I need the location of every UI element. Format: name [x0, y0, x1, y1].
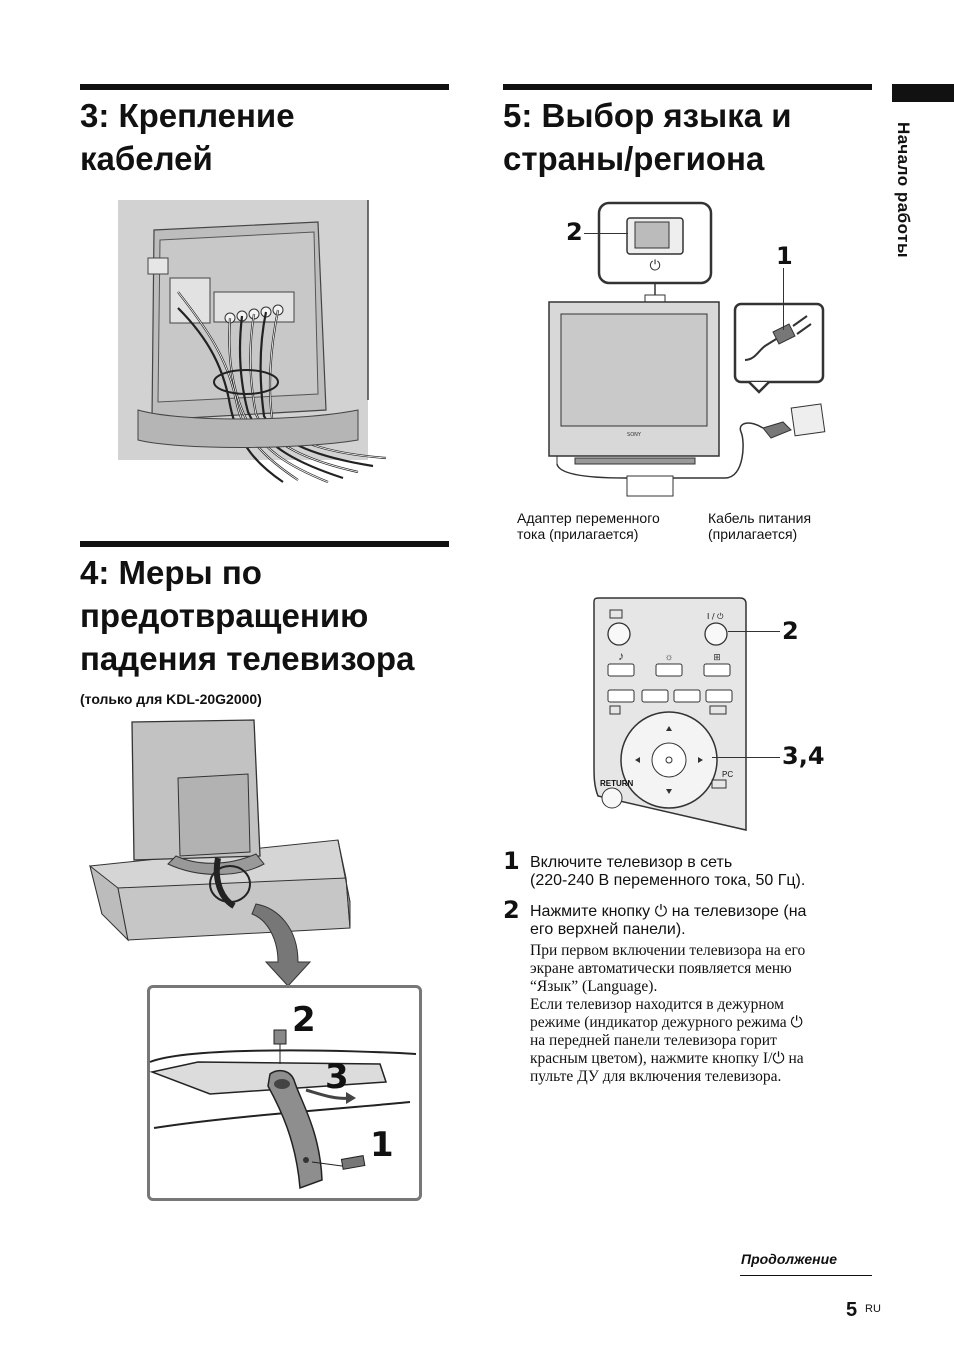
remote-pc-label: PC — [722, 770, 734, 779]
section3-title-line1: 3: Крепление — [80, 97, 295, 134]
step1-number: 1 — [503, 847, 520, 875]
svg-text:⊞: ⊞ — [713, 652, 721, 662]
remote-callout-leader-nav — [712, 757, 780, 758]
tv-connection-illustration: ⏻ SONY — [548, 201, 826, 497]
step2-body-line: “Язык” (Language). — [530, 978, 658, 995]
cable-caption-line2: (прилагается) — [708, 526, 798, 542]
section4-title: 4: Меры по предотвращению падения телеви… — [80, 551, 414, 680]
step1-text: Включите телевизор в сеть (220-240 В пер… — [530, 854, 805, 890]
step2-text: Нажмите кнопку ⏻ на телевизоре (на его в… — [530, 903, 806, 939]
svg-text:☼: ☼ — [664, 652, 673, 663]
tv-callout-leader-2 — [584, 233, 628, 234]
step2-line2: его верхней панели). — [530, 921, 686, 938]
model-note: (только для KDL-20G2000) — [80, 691, 262, 707]
adapter-caption: Адаптер переменного тока (прилагается) — [517, 510, 660, 542]
remote-illustration: ♪ ☼ ⊞ — [593, 597, 747, 831]
remote-callout-leader-power — [728, 631, 780, 632]
section4-title-line2: предотвращению — [80, 597, 369, 634]
side-tab-marker — [892, 84, 954, 102]
step2-number: 2 — [503, 896, 520, 924]
bracket-callout-screw-top: 2 — [292, 1000, 316, 1040]
section4-rule — [80, 541, 449, 547]
bracket-callout-screw-bottom: 1 — [370, 1125, 394, 1165]
step2-line1: Нажмите кнопку ⏻ на телевизоре (на — [530, 903, 807, 920]
remote-callout-nav: 3,4 — [782, 742, 825, 770]
section3-title-line2: кабелей — [80, 140, 213, 177]
continuation-note: Продолжение — [741, 1251, 837, 1267]
tv-brand-logo: SONY — [627, 432, 642, 438]
cable-routing-illustration — [118, 200, 387, 484]
remote-callout-power: 2 — [782, 617, 799, 645]
continuation-rule — [740, 1275, 872, 1276]
svg-text:⏻: ⏻ — [649, 258, 660, 274]
step2-body-line: пульте ДУ для включения телевизора. — [530, 1068, 782, 1085]
page-number: 5 — [846, 1299, 858, 1321]
step2-body-line: При первом включении телевизора на его — [530, 942, 806, 959]
remote-return-label: RETURN — [600, 779, 634, 788]
side-tab-label: Начало работы — [894, 122, 913, 258]
adapter-caption-line1: Адаптер переменного — [517, 510, 660, 526]
cable-caption: Кабель питания (прилагается) — [708, 510, 811, 542]
step2-body-line: Если телевизор находится в дежурном — [530, 996, 784, 1013]
step1-line1: Включите телевизор в сеть — [530, 854, 733, 871]
svg-text:♪: ♪ — [618, 649, 624, 663]
section4-title-line1: 4: Меры по — [80, 554, 262, 591]
step2-body-line: красным цветом), нажмите кнопку I/⏻ на — [530, 1050, 804, 1067]
step2-body-line: экране автоматически появляется меню — [530, 960, 792, 977]
step2-body-line: режиме (индикатор дежурного режима ⏻ — [530, 1014, 803, 1031]
cable-caption-line1: Кабель питания — [708, 510, 812, 526]
tv-callout-power-button: 2 — [566, 218, 583, 246]
tv-callout-plug: 1 — [776, 242, 793, 270]
section5-title: 5: Выбор языка и страны/региона — [503, 94, 792, 180]
section5-rule — [503, 84, 872, 90]
stand-bracket-detail — [149, 1029, 417, 1190]
section4-title-line3: падения телевизора — [80, 640, 415, 677]
step2-body-line: на передней панели телевизора горит — [530, 1032, 777, 1049]
stand-detail-frame — [147, 985, 422, 1201]
page-lang-code: RU — [865, 1303, 881, 1315]
remote-power-label: I / ⏻ — [707, 612, 724, 621]
tv-callout-leader-1 — [783, 268, 784, 330]
tv-on-stand-illustration — [89, 719, 351, 987]
section5-title-line2: страны/региона — [503, 140, 765, 177]
section5-title-line1: 5: Выбор языка и — [503, 97, 792, 134]
step2-body: При первом включении телевизора на его э… — [530, 942, 805, 1086]
bracket-callout-strap: 3 — [325, 1057, 349, 1097]
section3-rule — [80, 84, 449, 90]
section3-title: 3: Крепление кабелей — [80, 94, 295, 180]
step1-line2: (220-240 В переменного тока, 50 Гц). — [530, 872, 806, 889]
adapter-caption-line2: тока (прилагается) — [517, 526, 639, 542]
